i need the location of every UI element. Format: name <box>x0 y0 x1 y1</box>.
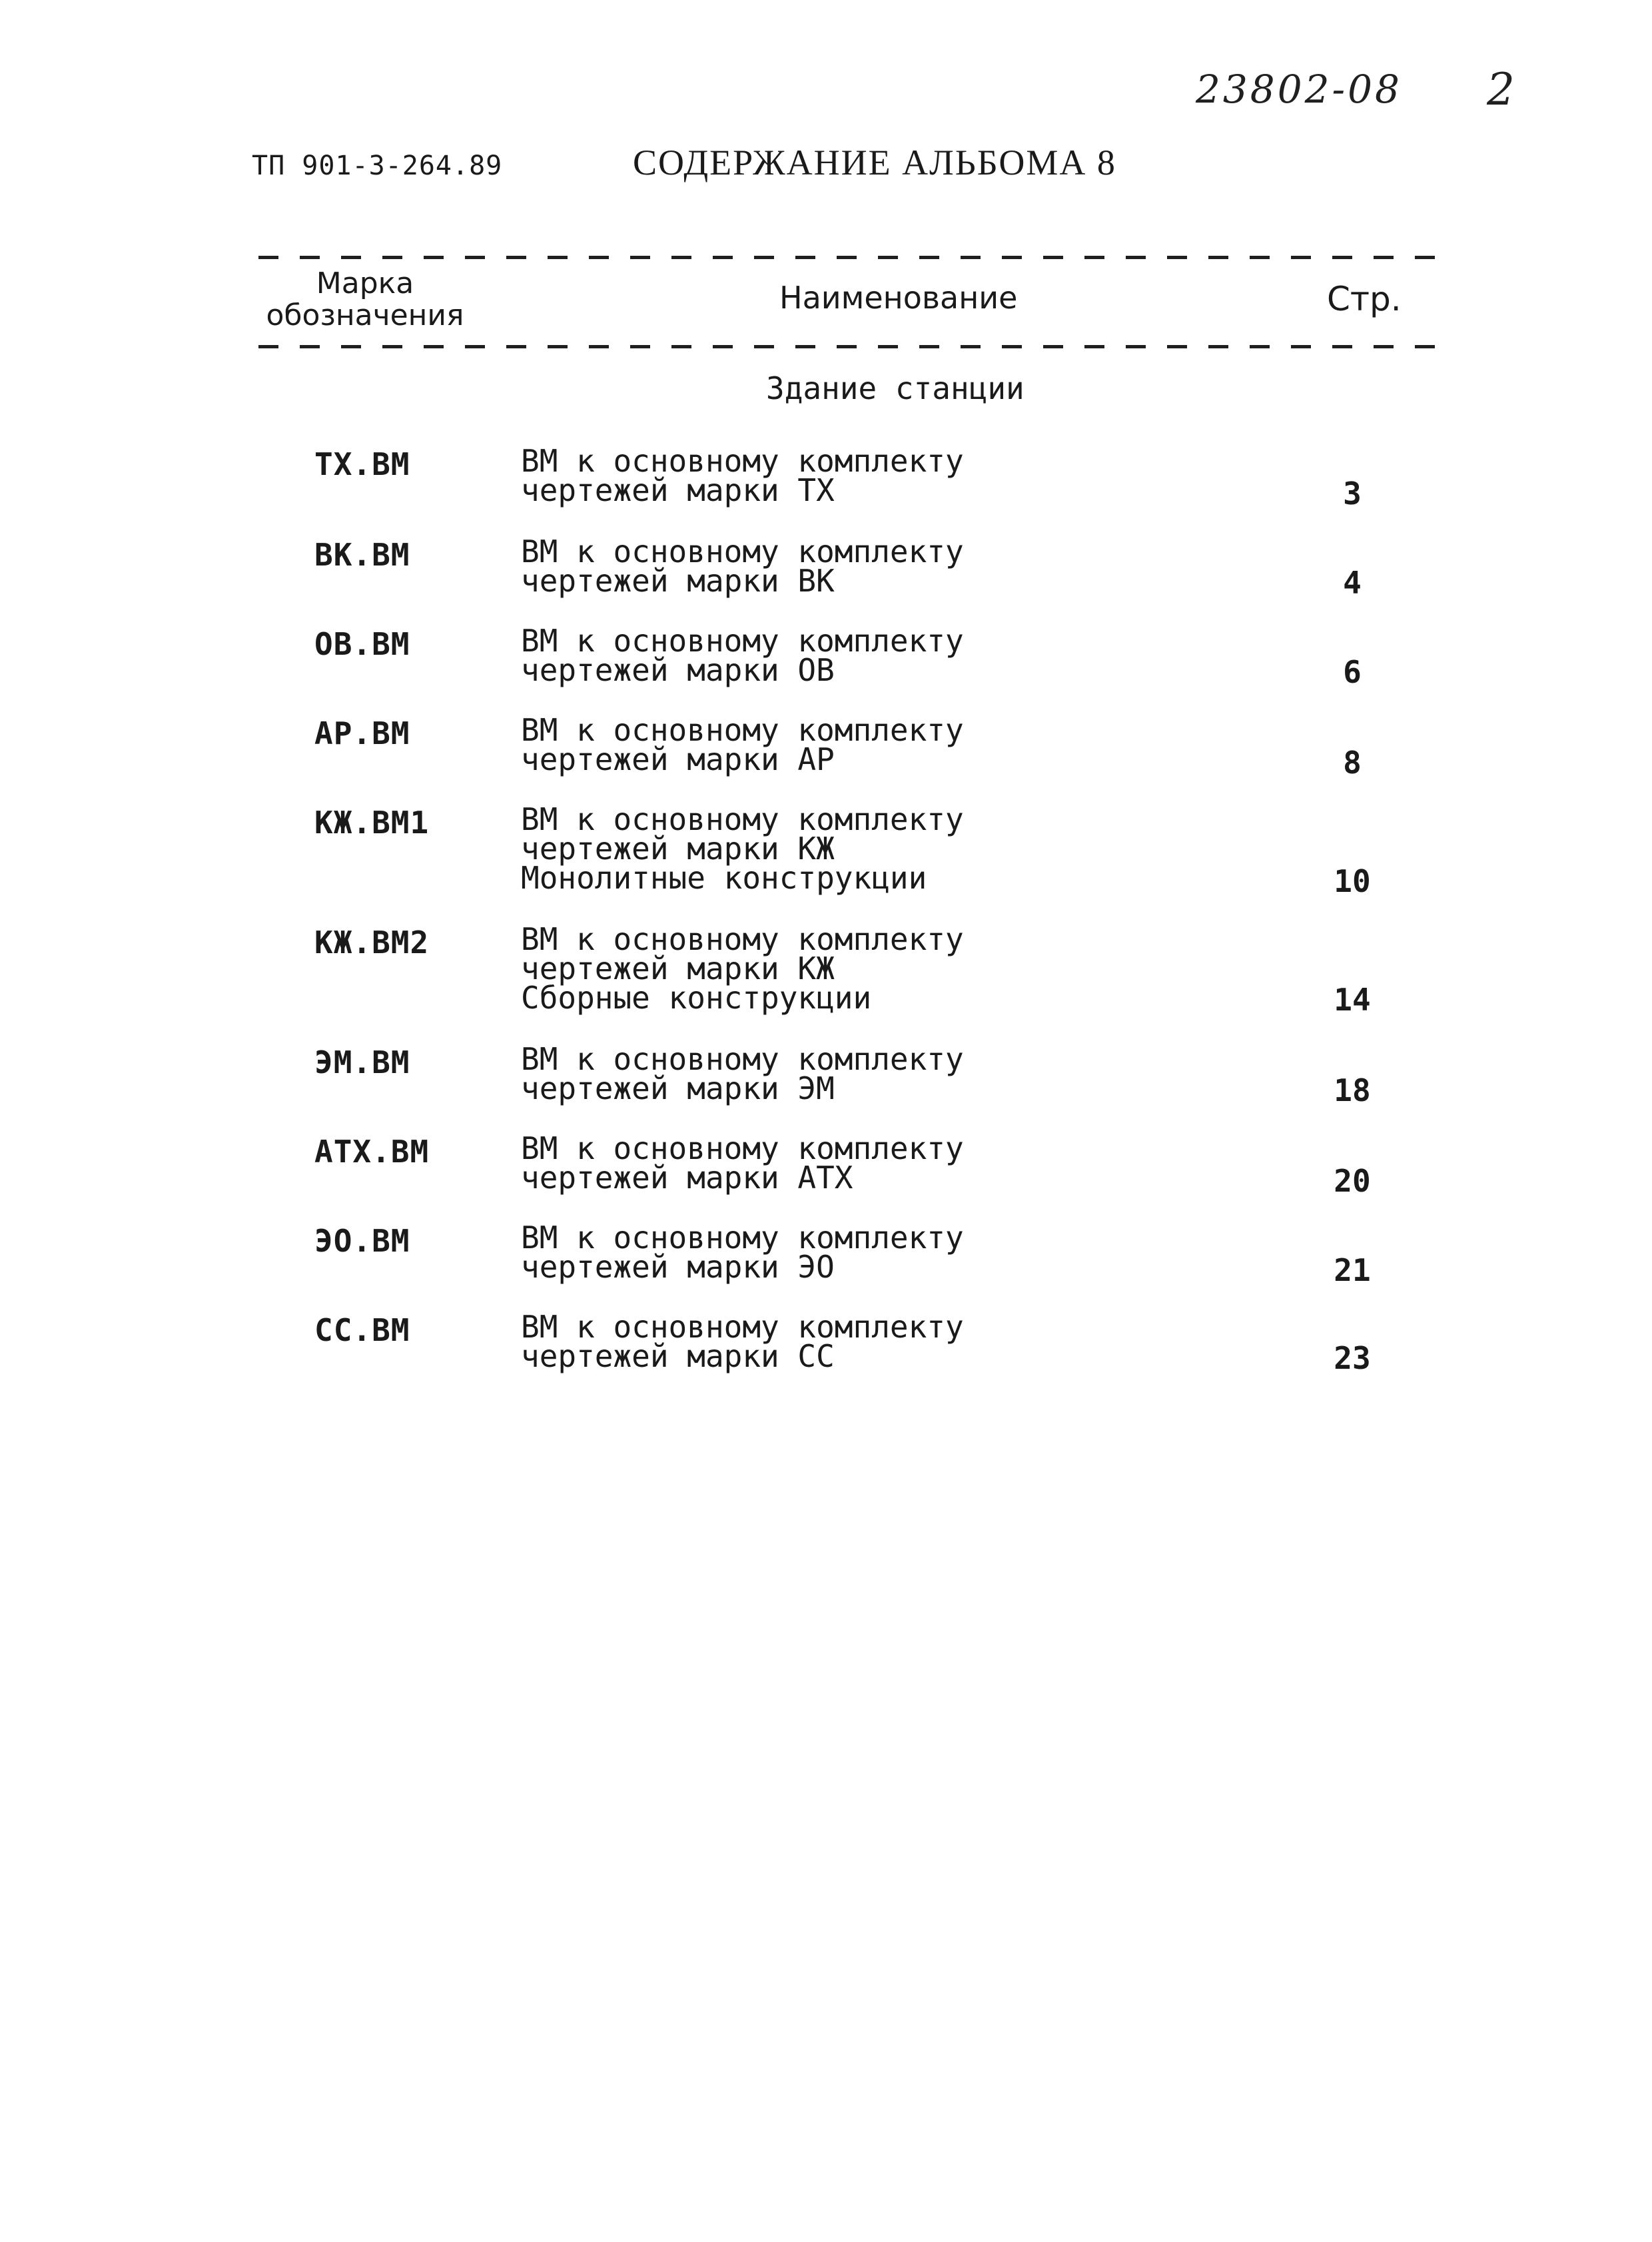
entry-mark: КЖ.ВМ1 <box>314 805 430 841</box>
entry-name-line: чертежей марки СС <box>521 1338 835 1374</box>
entry-name-line: ВМ к основному комплекту <box>521 623 964 659</box>
entry-name-line: чертежей марки КЖ <box>521 950 835 986</box>
section-title: Здание станции <box>766 370 1025 406</box>
entry-name-line: ВМ к основному комплекту <box>521 1041 964 1077</box>
entry-name-line: ВМ к основному комплекту <box>521 443 964 479</box>
entry-page-number: 20 <box>1334 1163 1371 1199</box>
page-title: СОДЕРЖАНИЕ АЛЬБОМА 8 <box>633 143 1116 183</box>
entry-mark: ЭО.ВМ <box>314 1223 410 1259</box>
entry-name-line: чертежей марки АР <box>521 741 835 777</box>
sheet-number: 2 <box>1487 64 1515 115</box>
entry-name-line: ВМ к основному комплекту <box>521 921 964 957</box>
entry-page-number: 21 <box>1334 1252 1371 1288</box>
header-bottom-dashed-rule <box>258 345 1449 348</box>
entry-page-number: 10 <box>1334 863 1371 899</box>
handwritten-archive-number: 23802-08 <box>1196 67 1402 112</box>
document-code: ТП 901-3-264.89 <box>252 151 503 181</box>
entry-name-line: Сборные конструкции <box>521 980 872 1016</box>
entry-name-line: чертежей марки ТХ <box>521 472 835 508</box>
entry-name-line: ВМ к основному комплекту <box>521 801 964 837</box>
entry-mark: ЭМ.ВМ <box>314 1044 410 1080</box>
entry-name-line: чертежей марки АТХ <box>521 1160 853 1196</box>
entry-name-line: ВМ к основному комплекту <box>521 1309 964 1345</box>
entry-mark: АТХ.ВМ <box>314 1134 430 1170</box>
entry-mark: АР.ВМ <box>314 715 410 751</box>
entry-name-line: чертежей марки ОВ <box>521 652 835 688</box>
column-header-mark-line1: Марка <box>316 266 414 300</box>
entry-name-line: ВМ к основному комплекту <box>521 534 964 569</box>
entry-mark: ВК.ВМ <box>314 537 410 573</box>
entry-page-number: 18 <box>1334 1072 1371 1108</box>
column-header-page: Стр. <box>1327 280 1402 318</box>
column-header-mark: Марка обозначения <box>258 268 472 332</box>
entry-name-line: чертежей марки ЭО <box>521 1249 835 1285</box>
entry-mark: ТХ.ВМ <box>314 446 410 482</box>
entry-page-number: 8 <box>1343 745 1362 781</box>
entry-mark: ОВ.ВМ <box>314 626 410 662</box>
column-header-mark-line2: обозначения <box>266 298 464 332</box>
column-header-name: Наименование <box>779 280 1018 316</box>
entry-mark: КЖ.ВМ2 <box>314 925 430 960</box>
entry-page-number: 14 <box>1334 982 1371 1018</box>
entry-page-number: 4 <box>1343 565 1362 601</box>
entry-name-line: чертежей марки ЭМ <box>521 1070 835 1106</box>
entry-mark: СС.ВМ <box>314 1312 410 1348</box>
header-top-dashed-rule <box>258 256 1449 259</box>
entry-name-line: ВМ к основному комплекту <box>521 1130 964 1166</box>
entry-name-line: Монолитные конструкции <box>521 860 927 896</box>
entry-name-line: ВМ к основному комплекту <box>521 1220 964 1256</box>
entry-page-number: 3 <box>1343 476 1362 512</box>
entry-name-line: чертежей марки КЖ <box>521 831 835 867</box>
entry-name-line: чертежей марки ВК <box>521 563 835 599</box>
entry-name-line: ВМ к основному комплекту <box>521 712 964 748</box>
entry-page-number: 23 <box>1334 1340 1371 1376</box>
entry-page-number: 6 <box>1343 654 1362 690</box>
